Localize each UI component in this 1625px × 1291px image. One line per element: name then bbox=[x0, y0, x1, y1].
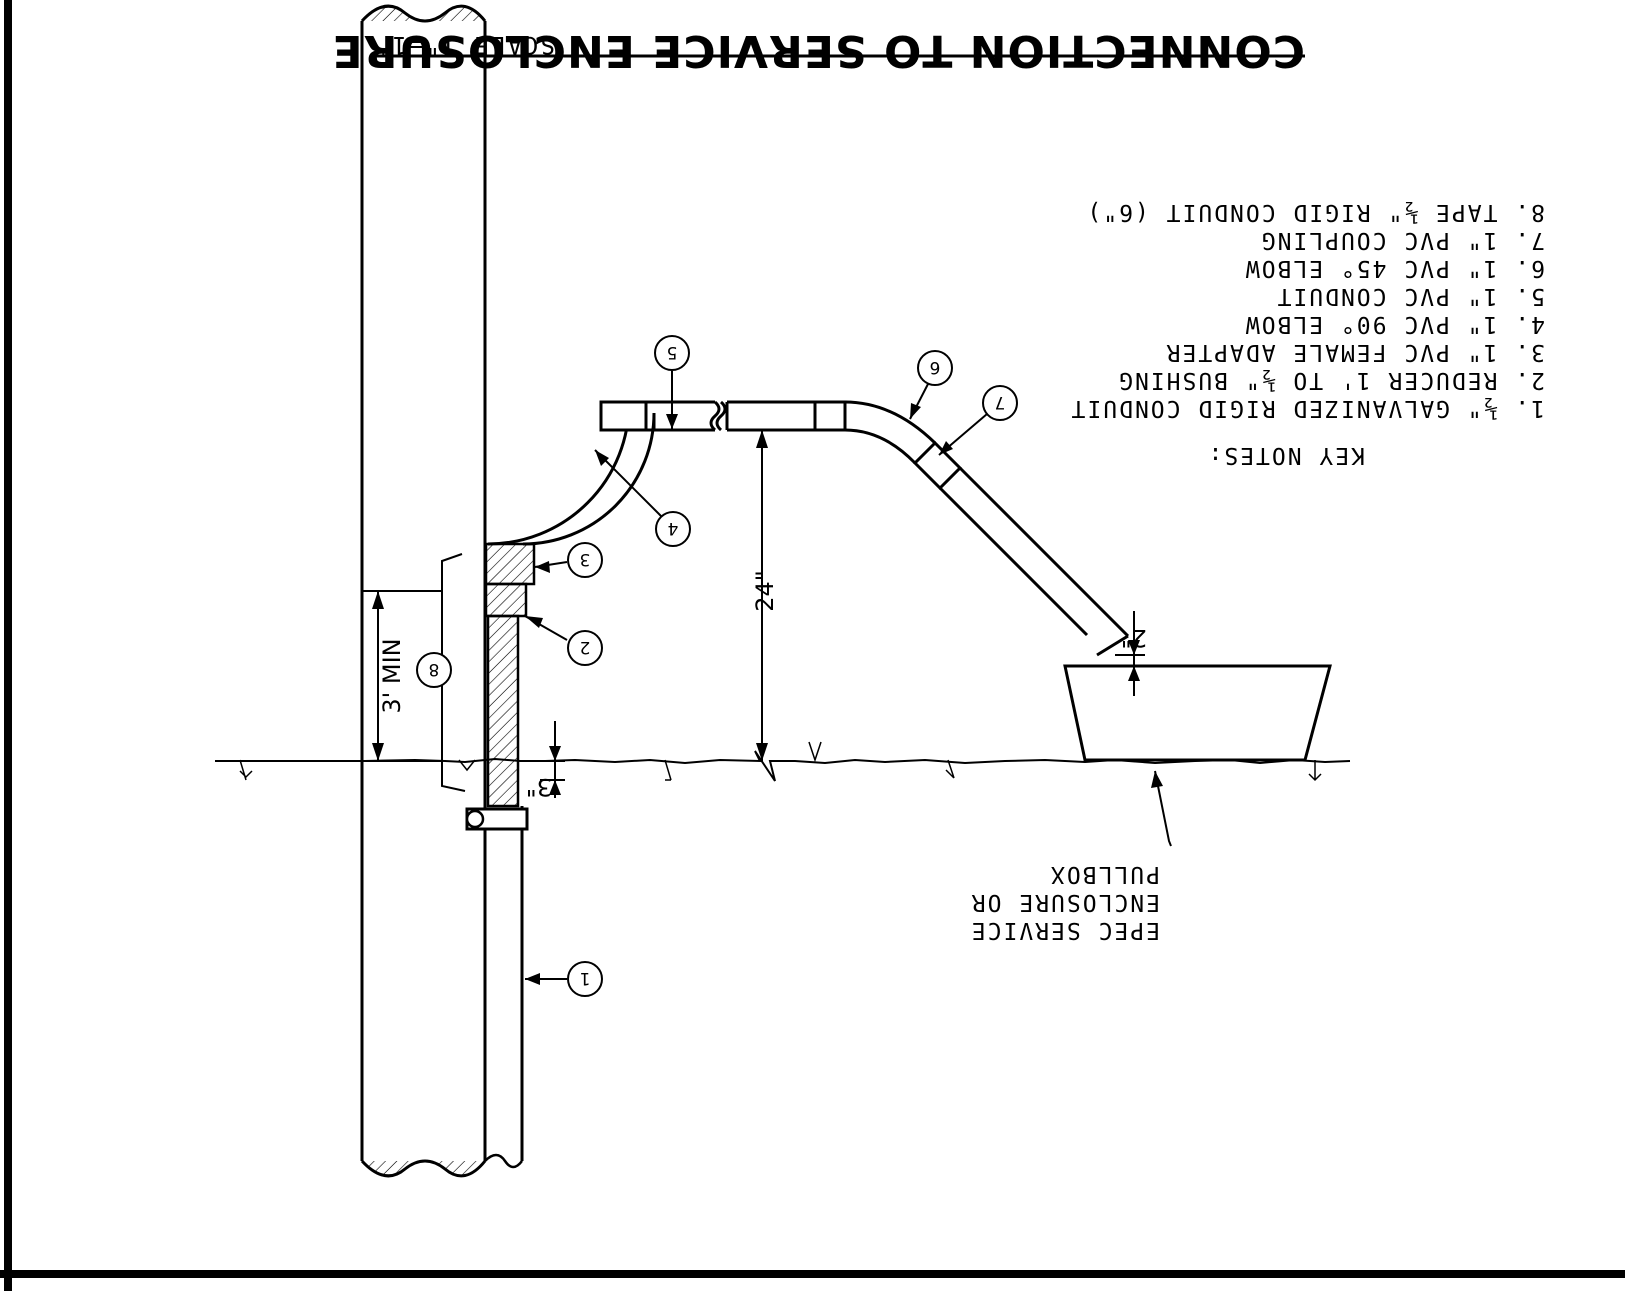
callout-6: 6 bbox=[909, 350, 953, 420]
pvc-90-elbow bbox=[487, 402, 656, 546]
dimension-label-2in: 2" bbox=[1121, 624, 1147, 652]
pvc-45-elbow bbox=[844, 400, 937, 465]
key-note-3: 3. 1" PVC FEMALE ADAPTER bbox=[1165, 339, 1545, 365]
enclosure-label-1: EPEC SERVICE bbox=[970, 917, 1160, 943]
pvc-conduit-right bbox=[725, 400, 847, 432]
pole-bottom-break bbox=[360, 1159, 487, 1178]
callout-3: 3 bbox=[534, 542, 603, 578]
dimension-label-3in: 3" bbox=[526, 773, 552, 801]
callout-1-number: 1 bbox=[580, 968, 591, 988]
dimension-label-24in: 24" bbox=[751, 570, 779, 612]
galvanized-rigid-conduit bbox=[465, 542, 536, 1169]
key-notes: KEY NOTES: 1. ½" GALVANIZED RIGID CONDUI… bbox=[1070, 199, 1545, 468]
key-note-4: 4. 1" PVC 90° ELBOW bbox=[1244, 311, 1545, 337]
dimension-label-3ft-min: 3' MIN bbox=[378, 638, 406, 713]
pvc-female-adapter bbox=[484, 542, 536, 586]
service-enclosure bbox=[1063, 664, 1332, 762]
callout-7: 7 bbox=[938, 385, 1018, 456]
callout-5: 5 bbox=[654, 335, 690, 429]
dimension-3in bbox=[540, 721, 565, 798]
pole-top-break bbox=[360, 4, 487, 23]
reducer-bushing bbox=[484, 582, 528, 618]
callout-5-number: 5 bbox=[667, 342, 678, 362]
callout-8-number: 8 bbox=[429, 659, 440, 679]
key-note-6: 6. 1" PVC 45° ELBOW bbox=[1244, 255, 1545, 281]
key-note-7: 7. 1" PVC COUPLING bbox=[1260, 227, 1545, 253]
key-notes-heading: KEY NOTES: bbox=[1207, 442, 1365, 468]
key-note-5: 5. 1" PVC CONDUIT bbox=[1276, 283, 1545, 309]
enclosure-callout: EPEC SERVICE ENCLOSURE OR PULLBOX bbox=[970, 770, 1172, 943]
callout-8: 8 bbox=[416, 652, 452, 688]
callout-3-number: 3 bbox=[580, 549, 591, 569]
enclosure-label-2: ENCLOSURE OR bbox=[970, 889, 1160, 915]
ground-ticks bbox=[239, 741, 1322, 782]
drawing-scale: SCALE 1"=1' bbox=[374, 31, 555, 59]
callout-2: 2 bbox=[524, 615, 603, 666]
callout-1: 1 bbox=[525, 961, 603, 997]
enclosure-label-3: PULLBOX bbox=[1049, 861, 1160, 887]
callout-7-number: 7 bbox=[995, 392, 1006, 412]
drawing-title: CONNECTION TO SERVICE ENCLOSURE bbox=[332, 25, 1305, 76]
callout-4-number: 4 bbox=[668, 518, 679, 538]
pvc-conduit-left bbox=[599, 400, 727, 432]
key-note-8: 8. TAPE ½" RIGID CONDUIT (6") bbox=[1085, 199, 1545, 225]
key-note-1: 1. ½" GALVANIZED RIGID CONDUIT bbox=[1070, 395, 1545, 421]
dimension-2in bbox=[1115, 611, 1145, 696]
dimension-24in bbox=[756, 430, 768, 761]
pvc-coupling bbox=[912, 440, 963, 491]
tape-wrap bbox=[486, 614, 520, 808]
strap-bolt bbox=[465, 809, 485, 829]
callout-2-number: 2 bbox=[580, 637, 591, 657]
key-note-2: 2. REDUCER 1' TO ½" BUSHING bbox=[1117, 367, 1545, 393]
callout-4: 4 bbox=[594, 449, 691, 547]
callout-6-number: 6 bbox=[930, 357, 941, 377]
pvc-conduit-sloped bbox=[938, 466, 1130, 657]
